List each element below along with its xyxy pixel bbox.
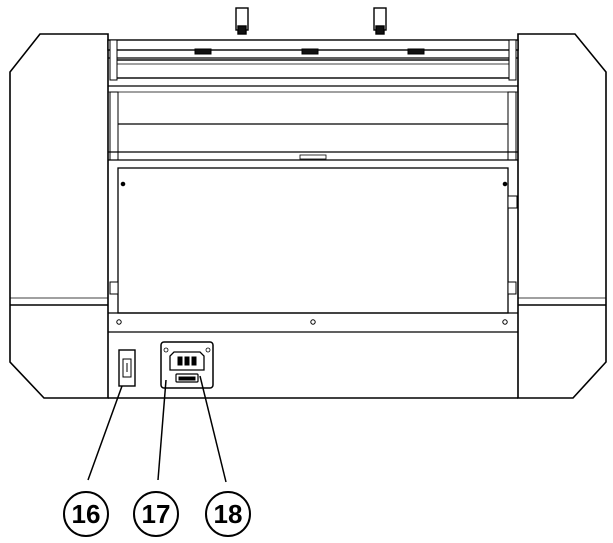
middle-roller-assembly xyxy=(108,91,518,161)
leader-lines xyxy=(87,375,227,483)
top-knob-left xyxy=(235,7,249,35)
top-knob-right xyxy=(373,7,387,35)
power-inlet xyxy=(160,341,214,389)
callout-16-circle xyxy=(63,491,109,537)
left-side-housing xyxy=(9,33,109,399)
top-roller-assembly xyxy=(107,39,519,93)
callout-17-label: 17 xyxy=(142,499,171,529)
back-panel xyxy=(109,167,518,314)
right-side-housing xyxy=(517,33,607,399)
power-switch xyxy=(118,349,136,387)
callout-17-circle xyxy=(133,491,179,537)
callout-16-label: 16 xyxy=(72,499,101,529)
callout-18-label: 18 xyxy=(214,499,243,529)
bottom-base xyxy=(108,312,518,399)
callout-18-circle xyxy=(205,491,251,537)
